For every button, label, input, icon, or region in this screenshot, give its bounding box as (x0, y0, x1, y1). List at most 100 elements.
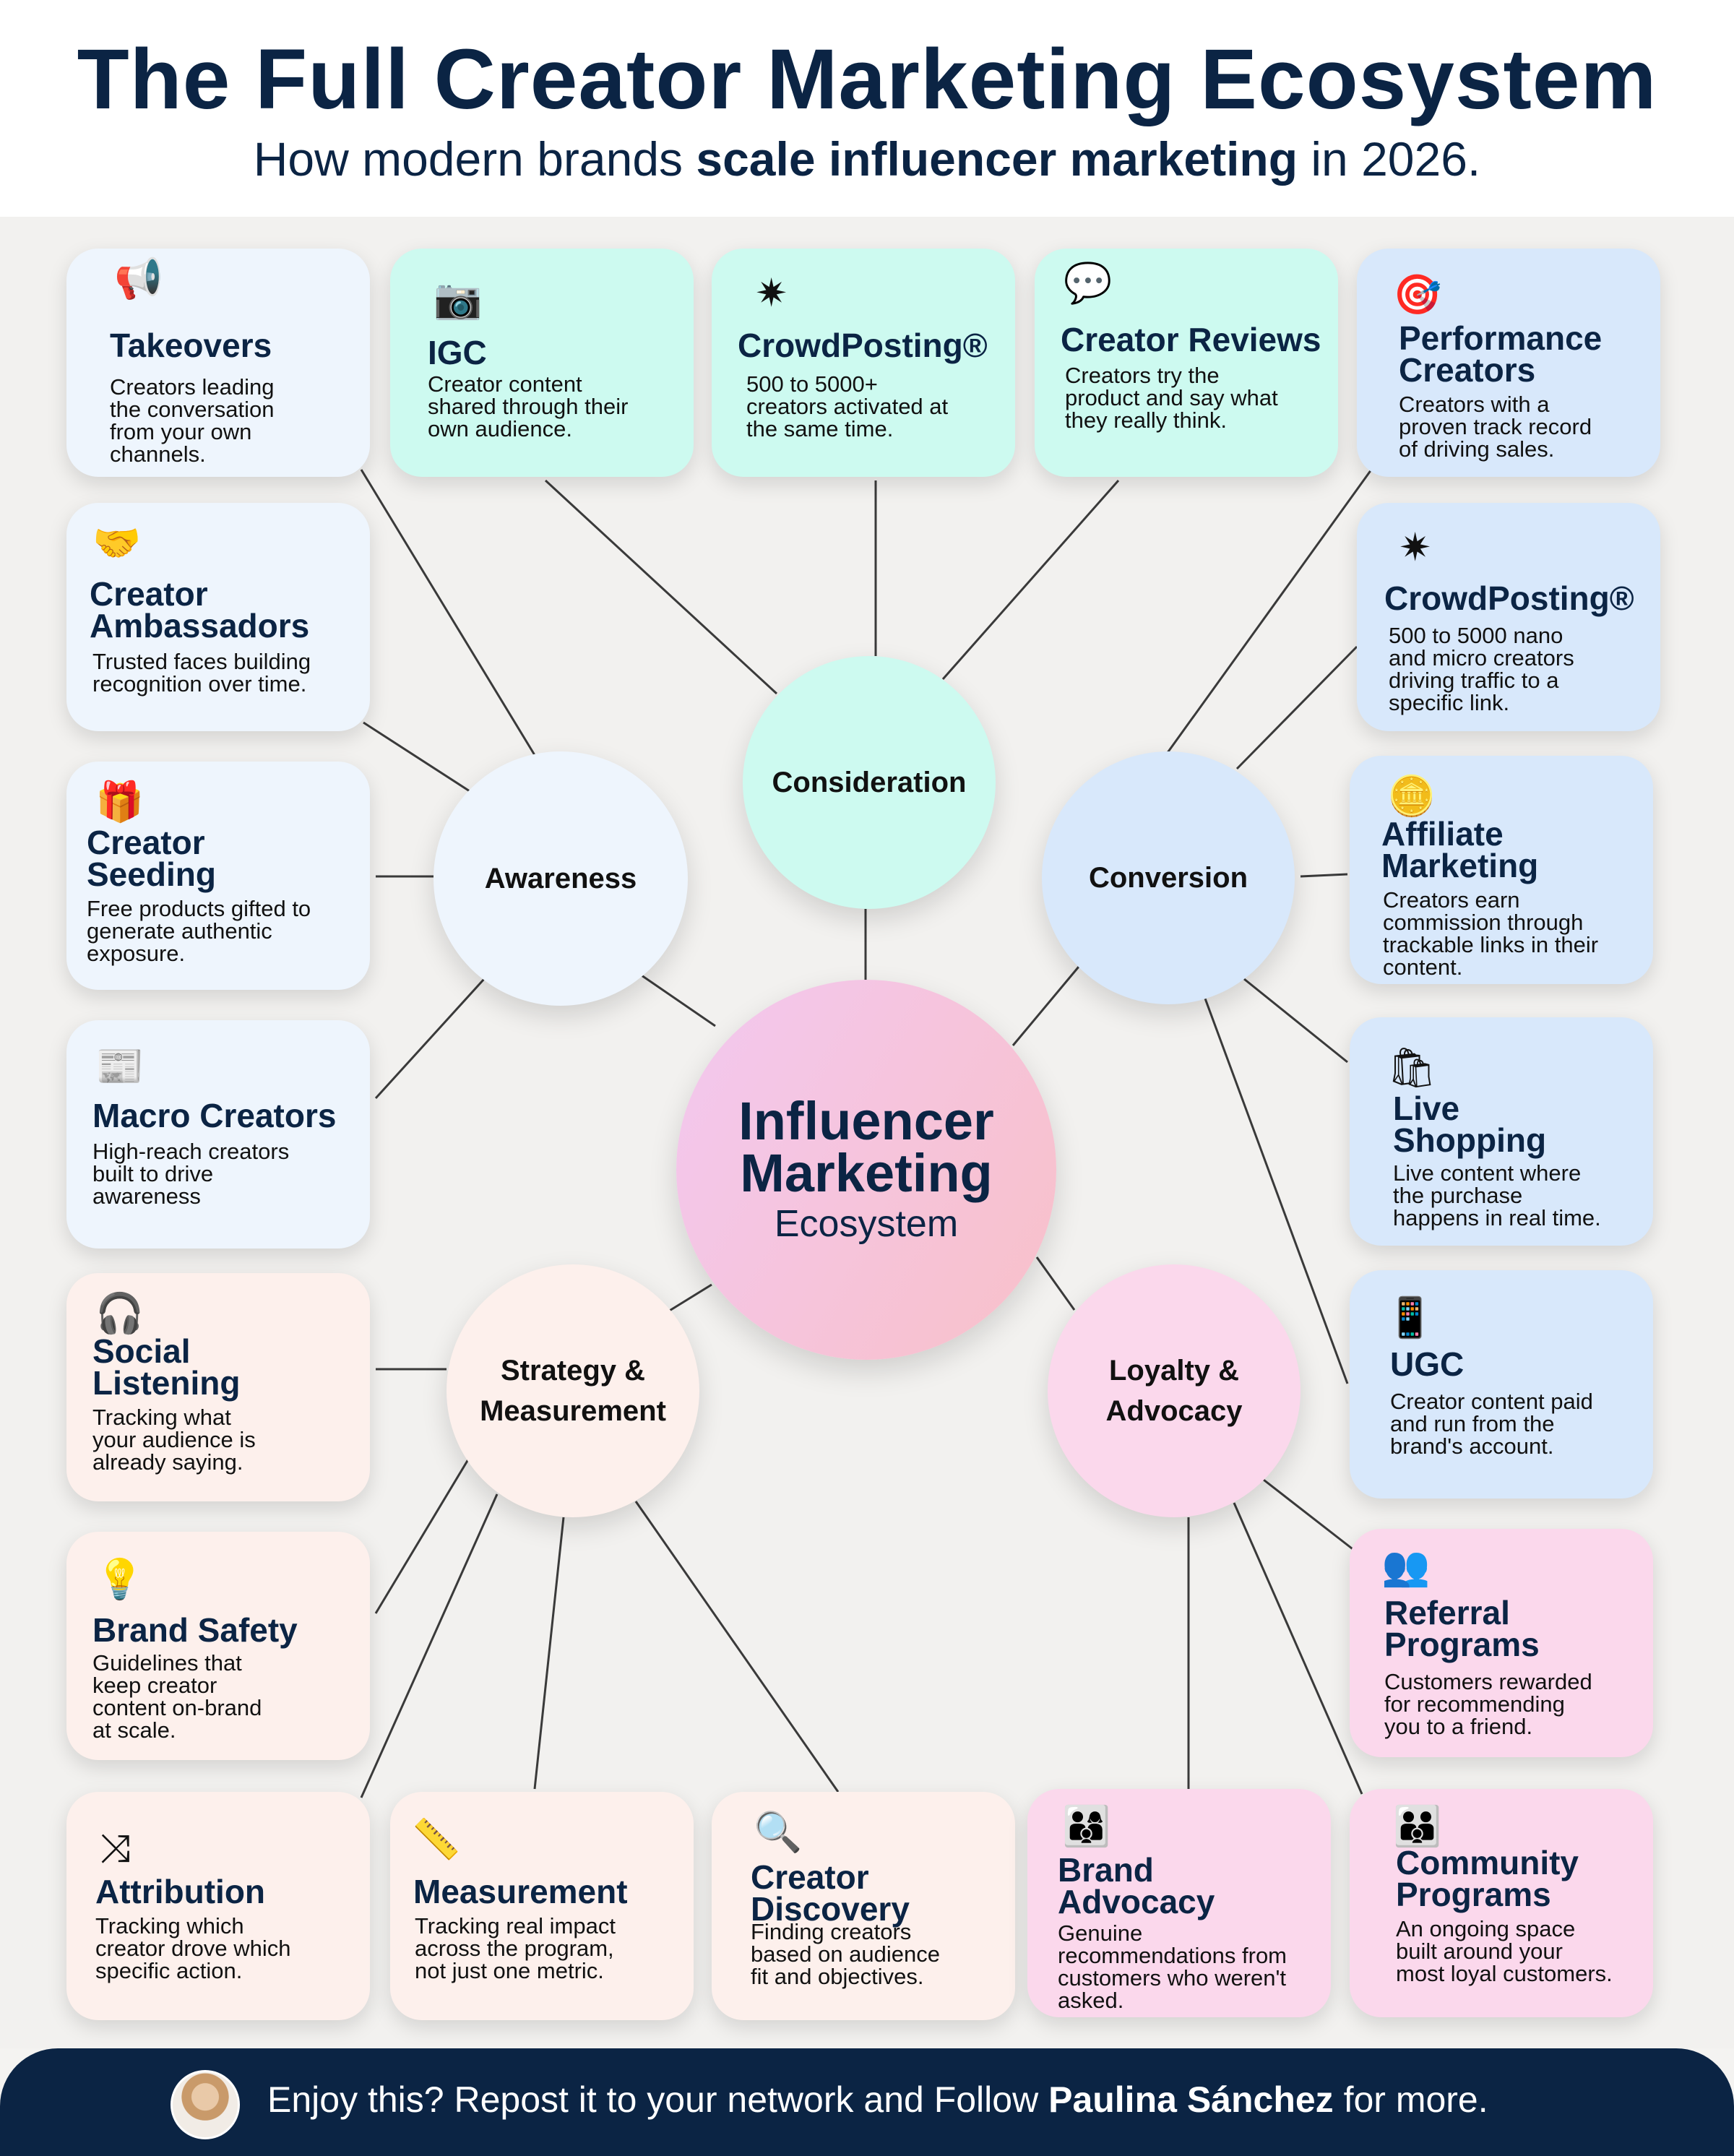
node-loyalty-line-1: Loyalty & (1108, 1355, 1240, 1387)
connector-line (533, 1517, 565, 1790)
card-desc-line: creators activated at (746, 394, 949, 419)
connector-line (634, 1501, 840, 1793)
card-desc-line: customers who weren't (1058, 1965, 1287, 1991)
network-icon: ✷ (1399, 525, 1432, 570)
node-loyalty-line-2: Advocacy (1105, 1395, 1243, 1427)
connector-line (374, 1459, 470, 1614)
card-desc-line: product and say what (1065, 385, 1278, 410)
connector-line (360, 1493, 499, 1798)
connector-line (1300, 873, 1348, 878)
card-desc-line: An ongoing space (1396, 1916, 1576, 1941)
footer-text: Enjoy this? Repost it to your network an… (267, 2079, 1488, 2121)
card-title: CrowdPosting® (738, 327, 988, 364)
card-title-line: Shopping (1393, 1121, 1547, 1159)
card-desc-line: and micro creators (1389, 645, 1574, 670)
connector-line (544, 479, 778, 695)
card-title-line: Referral (1384, 1594, 1510, 1631)
card-desc-line: brand's account. (1390, 1433, 1554, 1459)
card-title-line: Creators (1399, 351, 1536, 389)
card-desc-line: generate authentic (87, 918, 272, 944)
card-desc-line: keep creator (92, 1673, 217, 1698)
connector-line (641, 974, 716, 1027)
card-title-line: Discovery (751, 1890, 910, 1928)
card-desc-line: the purchase (1393, 1183, 1523, 1208)
card-title-line: Creator (87, 824, 205, 861)
card-title: Macro Creators (92, 1097, 337, 1134)
header: The Full Creator Marketing Ecosystem How… (0, 0, 1734, 217)
connector-line (1012, 966, 1080, 1046)
card-desc-line: Guidelines that (92, 1650, 242, 1676)
card-desc-line: asked. (1058, 1988, 1124, 2013)
footer-text-pre: Enjoy this? Repost it to your network an… (267, 2079, 1049, 2120)
card-title-line: Creator (90, 575, 208, 613)
card-desc-line: own audience. (428, 416, 572, 441)
card-desc-line: channels. (110, 441, 206, 467)
card-desc-line: Creators earn (1383, 887, 1520, 913)
card-title-line: Programs (1384, 1626, 1540, 1663)
subtitle-pre: How modern brands (253, 132, 696, 186)
card-desc-line: your audience is (92, 1427, 256, 1452)
magnifier-person-icon: 🔍 (754, 1809, 803, 1855)
card-desc-line: Tracking what (92, 1405, 231, 1430)
card-crowdposting-top: ✷ CrowdPosting® 500 to 5000+creators act… (712, 249, 1015, 477)
card-desc-line: Tracking real impact (415, 1913, 616, 1939)
connector-line (941, 480, 1120, 680)
card-desc-line: 500 to 5000 nano (1389, 623, 1563, 648)
card-desc-line: High-reach creators (92, 1139, 290, 1164)
card-desc-line: already saying. (92, 1449, 243, 1475)
camera-icon: 📷 (434, 276, 483, 322)
shopping-bag-play-icon: 🛍 (1387, 1045, 1437, 1090)
card-desc-line: built to drive (92, 1161, 214, 1186)
node-awareness: Awareness (434, 751, 688, 1006)
card-title: Brand Safety (92, 1611, 298, 1649)
connector-line (1233, 1502, 1363, 1795)
handshake-icon: 🤝 (92, 520, 142, 566)
connector-line (363, 721, 470, 793)
card-title-line: Live (1393, 1090, 1460, 1127)
referral-icon: 👥 (1381, 1543, 1431, 1589)
card-desc-line: Free products gifted to (87, 896, 311, 921)
card-desc-line: across the program, (415, 1936, 614, 1961)
connector-line (1260, 1476, 1359, 1555)
card-desc-line: Tracking which (95, 1913, 244, 1939)
newspaper-icon: 📰 (95, 1043, 144, 1089)
card-desc-line: driving traffic to a (1389, 668, 1559, 693)
author-name[interactable]: Paulina Sánchez (1048, 2079, 1334, 2120)
node-consideration-label: Consideration (772, 767, 967, 798)
card-desc-line: Finding creators (751, 1919, 912, 1944)
card-title: Takeovers (110, 327, 272, 364)
card-title: Attribution (95, 1873, 266, 1910)
community-icon: 👪 (1393, 1803, 1442, 1849)
card-desc-line: creator drove which (95, 1936, 291, 1961)
phone-hand-icon: 📱 (1386, 1295, 1435, 1340)
bulb-chart-icon: 💡 (95, 1556, 144, 1602)
card-desc-line: 500 to 5000+ (746, 371, 878, 397)
card-title-line: Programs (1396, 1876, 1551, 1913)
